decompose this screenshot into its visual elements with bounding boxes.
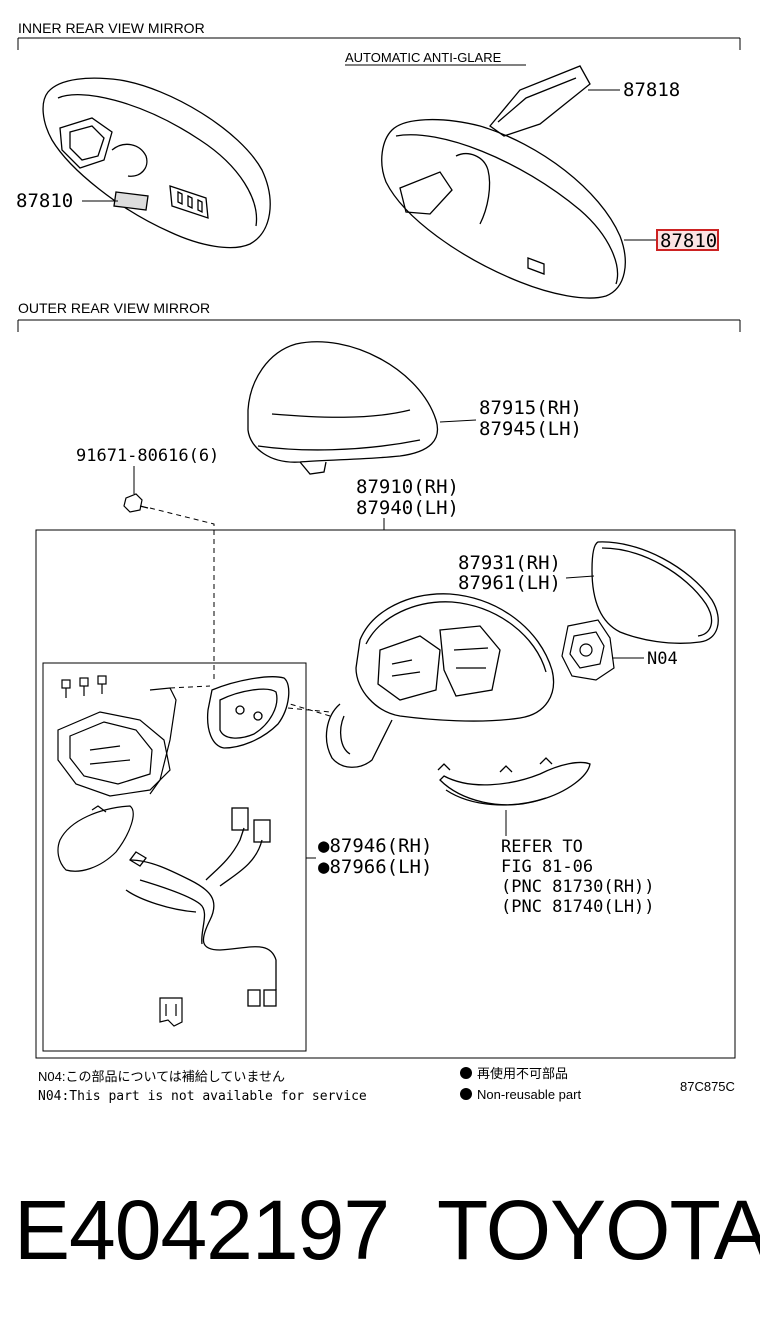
footer: E4042197 TOYOTA	[0, 1180, 760, 1280]
cover-rh: 87915(RH)	[479, 397, 582, 419]
cover-lh: 87945(LH)	[479, 418, 582, 440]
harness-rh: ●87946(RH)	[318, 835, 432, 857]
refer-line-4: (PNC 81740(LH))	[501, 897, 655, 917]
refer-line-1: REFER TO	[501, 837, 583, 857]
screw	[123, 493, 149, 513]
diagram-code: 87C875C	[680, 1079, 735, 1094]
screw-part: 91671-80616(6)	[76, 446, 219, 466]
clip	[159, 997, 183, 1027]
legend-jp: 再使用不可部品	[477, 1066, 568, 1081]
glass-rh: 87931(RH)	[458, 552, 561, 574]
note-en: N04:This part is not available for servi…	[38, 1089, 367, 1104]
outer-section-title: OUTER REAR VIEW MIRROR	[18, 300, 210, 316]
mirror-body	[325, 593, 555, 768]
mirror-cover	[247, 341, 438, 475]
refer-line-3: (PNC 81730(RH))	[501, 877, 655, 897]
harness-box	[42, 662, 307, 1052]
legend-en: Non-reusable part	[477, 1087, 581, 1102]
inner-section-title: INNER REAR VIEW MIRROR	[18, 20, 205, 36]
actuator	[57, 687, 177, 797]
assembly-frame	[35, 529, 736, 1059]
note-jp: N04:この部品については補給していません	[38, 1069, 285, 1084]
base-cover	[57, 805, 134, 872]
parts-diagram: INNER REAR VIEW MIRROR AUTOMATIC ANTI-GL…	[16, 20, 741, 1104]
glass-lh: 87961(LH)	[458, 572, 561, 594]
inner-mirror-right	[381, 65, 626, 299]
part-87810-right[interactable]: 87810	[660, 230, 717, 252]
legend-dot-1	[460, 1067, 472, 1079]
mirror-motor	[561, 619, 615, 681]
highlight-box	[656, 229, 719, 251]
part-87810-left: 87810	[16, 190, 73, 212]
harness-lh: ●87966(LH)	[318, 856, 432, 878]
turn-signal	[437, 757, 591, 806]
mirror-base-plate	[206, 676, 290, 749]
anti-glare-label: AUTOMATIC ANTI-GLARE	[345, 50, 502, 65]
screws-small	[61, 675, 107, 698]
wire-harness	[125, 807, 277, 1007]
brand-name: TOYOTA	[437, 1183, 760, 1277]
mirror-glass	[591, 541, 719, 644]
legend-dot-2	[460, 1088, 472, 1100]
part-87818: 87818	[623, 79, 680, 101]
assembly-lh: 87940(LH)	[356, 497, 459, 519]
motor-label: N04	[647, 649, 678, 669]
refer-line-2: FIG 81-06	[501, 857, 593, 877]
part-number: E4042197	[14, 1183, 390, 1277]
inner-mirror-left	[42, 77, 271, 249]
assembly-rh: 87910(RH)	[356, 476, 459, 498]
